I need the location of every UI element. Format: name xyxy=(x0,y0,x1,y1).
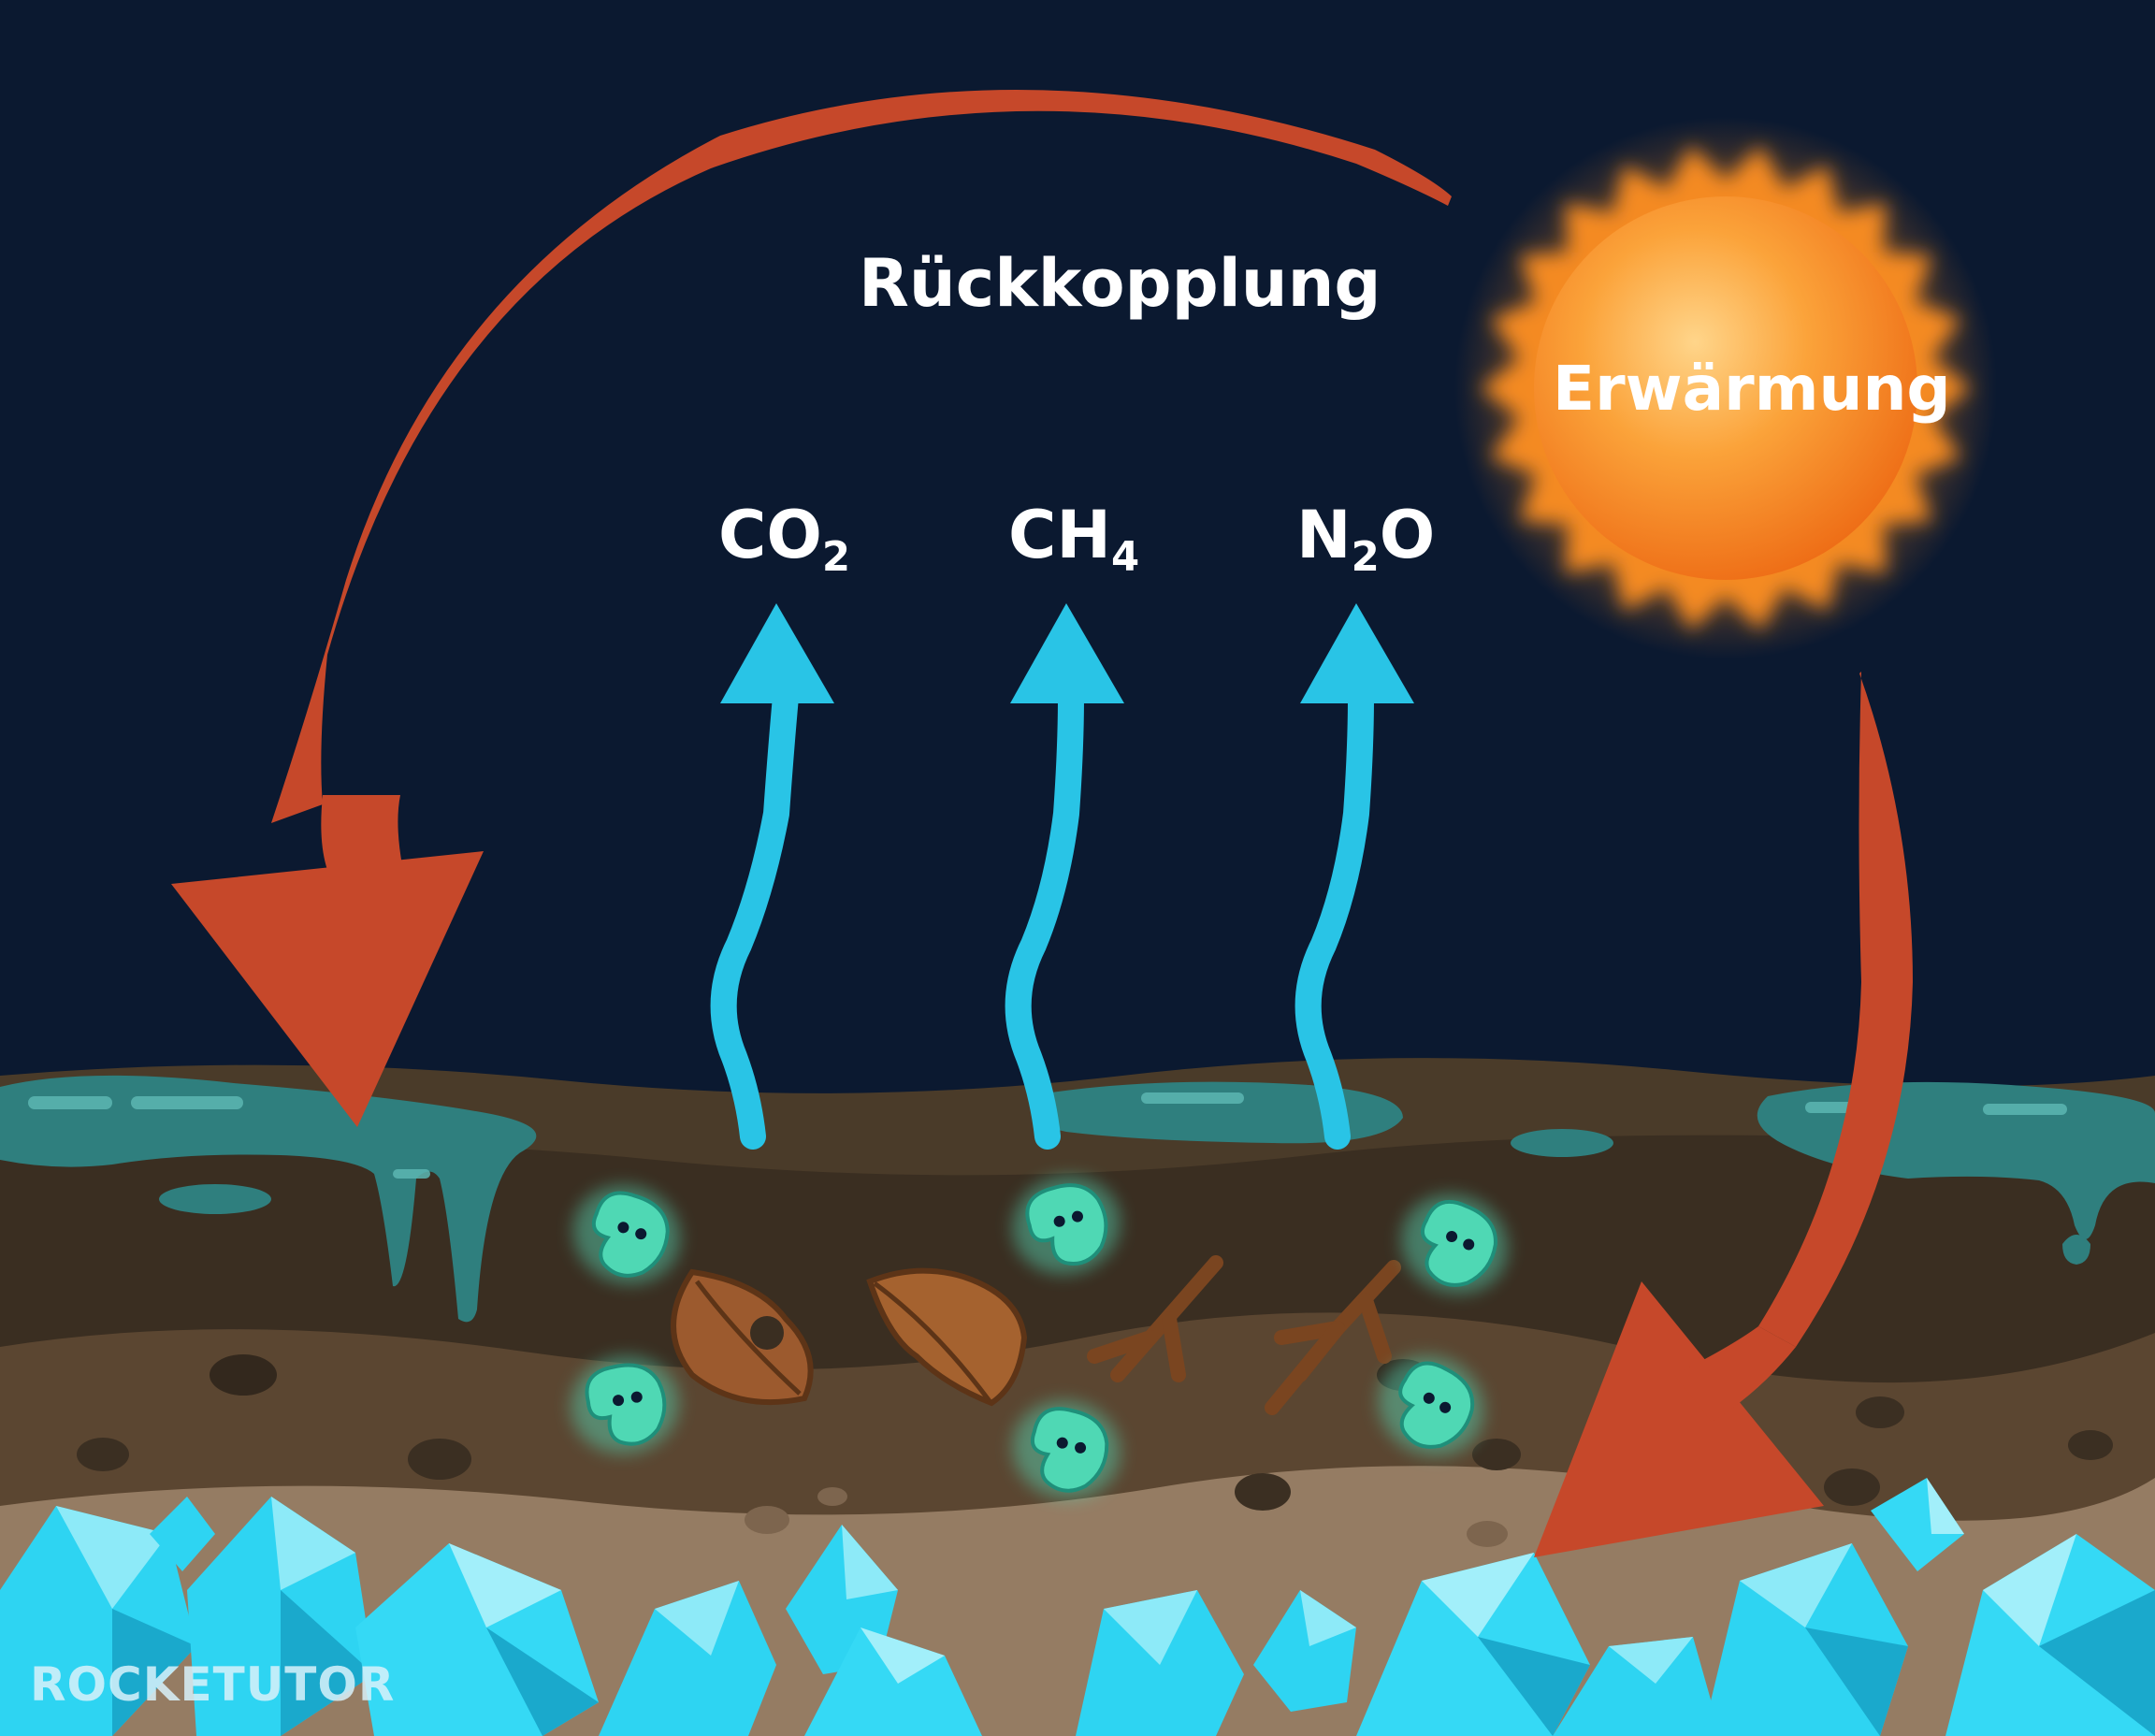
sun-icon xyxy=(1454,117,1997,659)
ice-crystals xyxy=(0,1478,2155,1736)
ice-crystal-icon xyxy=(1553,1637,1721,1736)
ice-crystal-icon xyxy=(1076,1590,1244,1736)
gas-arrow-co2 xyxy=(710,603,834,1150)
co2-label-subscript: 2 xyxy=(821,533,851,581)
feedback-label: Rückkopplung xyxy=(859,245,1381,322)
warming-label: Erwärmung xyxy=(1553,353,1951,425)
microbes xyxy=(571,1176,1508,1499)
ice-crystal-icon xyxy=(599,1581,776,1736)
ice-crystal-icon xyxy=(1702,1543,1908,1736)
n2o-label: N2O xyxy=(1296,502,1435,578)
ice-crystal-icon xyxy=(0,1506,196,1736)
ch4-label-main: CH xyxy=(1008,497,1111,573)
feedback-arrow xyxy=(171,90,1452,1127)
root-icon xyxy=(1265,1260,1401,1415)
root-icon xyxy=(1087,1255,1223,1382)
ch4-label: CH4 xyxy=(1008,502,1139,578)
gas-arrow-n2o xyxy=(1294,603,1414,1150)
ice-crystal-icon xyxy=(187,1497,374,1736)
n2o-label-tail: O xyxy=(1379,497,1436,573)
microbe-icon xyxy=(572,1185,681,1284)
warming-arrow xyxy=(1534,672,1913,1557)
ice-crystal-icon xyxy=(804,1628,982,1736)
ice-crystal-icon xyxy=(1253,1590,1356,1712)
ice-crystal-icon xyxy=(1945,1534,2155,1736)
ice-crystal-icon xyxy=(150,1497,215,1571)
ice-crystal-icon xyxy=(1356,1553,1590,1736)
microbe-icon xyxy=(571,1355,679,1454)
leaf-icon xyxy=(866,1267,1028,1407)
microbe-icon xyxy=(1012,1176,1121,1275)
ice-crystal-icon xyxy=(355,1543,599,1736)
brand-logo: ROCKETUTOR xyxy=(30,1657,396,1712)
co2-label: CO2 xyxy=(718,502,850,578)
ice-crystal-icon xyxy=(1871,1478,1964,1571)
n2o-label-subscript: 2 xyxy=(1351,533,1380,581)
gas-arrow-ch4 xyxy=(1005,603,1124,1150)
co2-label-main: CO xyxy=(718,497,822,573)
n2o-label-main: N xyxy=(1296,497,1352,573)
leaf-icon xyxy=(671,1268,814,1406)
ch4-label-subscript: 4 xyxy=(1110,533,1140,581)
microbe-icon xyxy=(1012,1400,1121,1499)
microbe-icon xyxy=(1378,1355,1484,1456)
microbe-icon xyxy=(1401,1194,1508,1295)
